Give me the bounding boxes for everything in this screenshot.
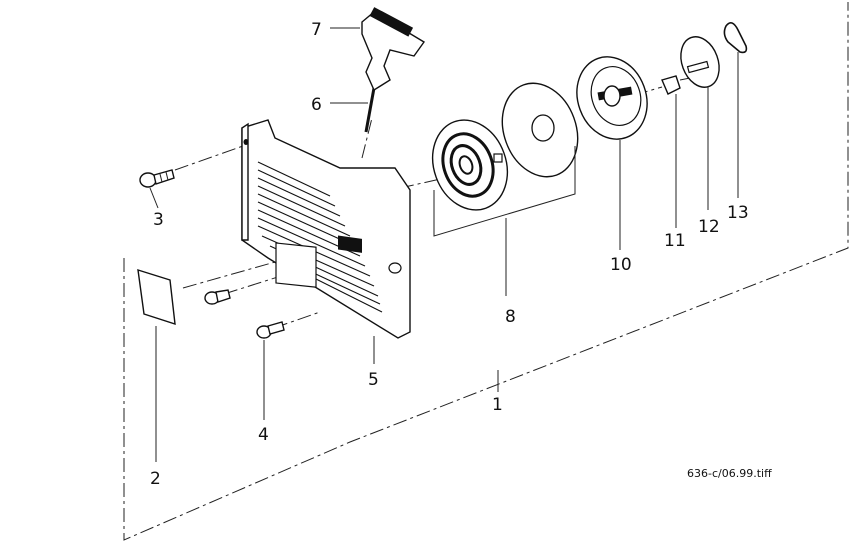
callout-4: 4 [258, 425, 269, 445]
screw-part-3 [139, 169, 175, 188]
callout-1: 1 [492, 395, 503, 415]
callout-2: 2 [150, 469, 161, 489]
starter-housing [241, 119, 411, 339]
screw-part-4-lower [256, 321, 285, 339]
housing-screw-hole [388, 262, 402, 274]
washer [680, 36, 720, 88]
callout-5: 5 [368, 370, 379, 390]
rope-pulley [576, 56, 648, 140]
housing-handle-slot [338, 235, 362, 253]
screw-part-4-upper [204, 289, 231, 305]
housing-top-hole [243, 139, 249, 145]
file-name-label: 636-c/06.99.tiff [687, 467, 772, 480]
callout-3: 3 [153, 210, 164, 230]
callout-12: 12 [698, 217, 720, 237]
housing-window [275, 242, 317, 288]
recoil-spring [431, 119, 509, 211]
callout-13: 13 [727, 203, 749, 223]
assembly-boundary [123, 2, 849, 541]
circlip [723, 22, 748, 54]
decal [137, 269, 176, 325]
callout-11: 11 [664, 231, 686, 251]
callout-6: 6 [311, 95, 322, 115]
callout-8: 8 [505, 307, 516, 327]
starter-rope [364, 87, 376, 133]
callout-labels: 7 6 3 4 2 5 8 10 11 12 13 1 [150, 20, 749, 489]
callout-7: 7 [311, 20, 322, 40]
leader-lines [149, 27, 739, 462]
spring-cassette-disc [501, 82, 579, 178]
starter-handle [361, 7, 426, 92]
callout-10: 10 [610, 255, 632, 275]
pawl [661, 75, 681, 95]
